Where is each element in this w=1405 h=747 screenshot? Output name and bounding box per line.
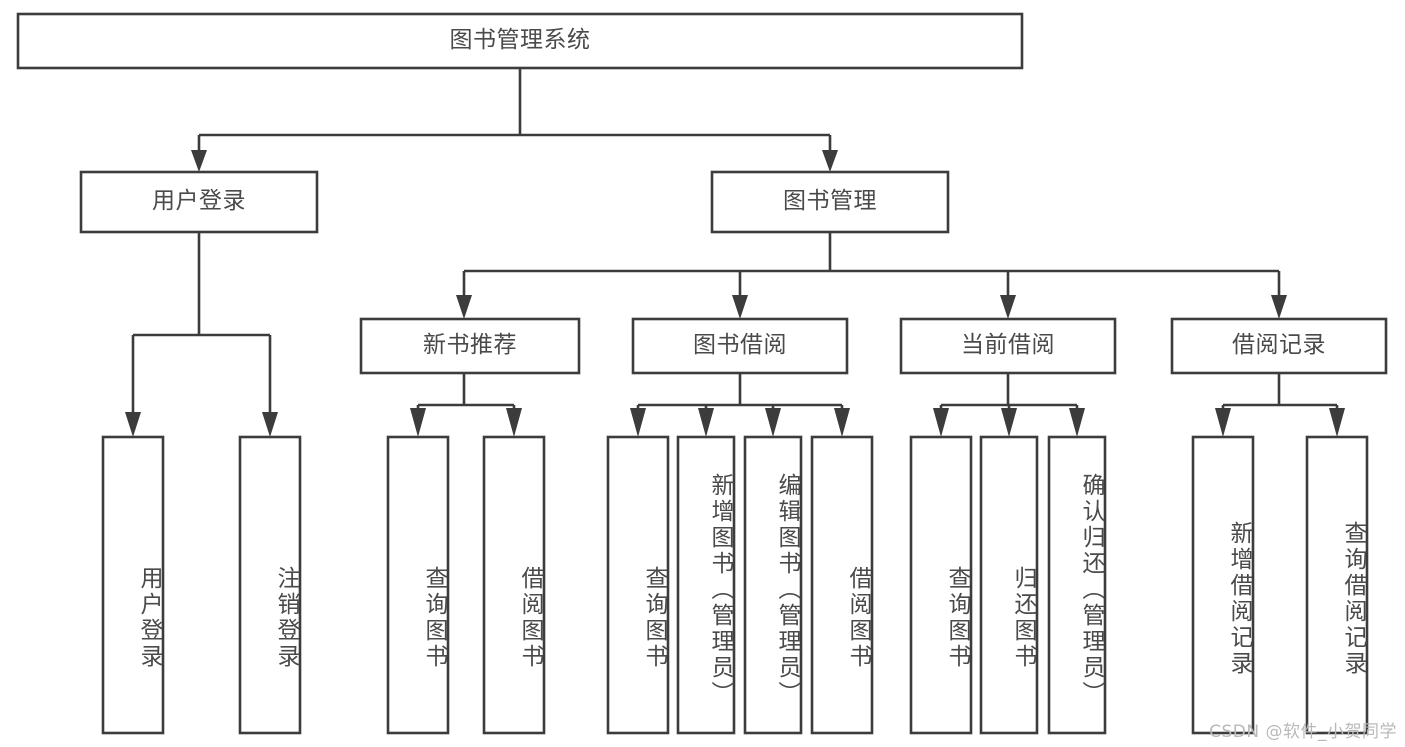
arrow-to-leaf-logout: [262, 412, 278, 437]
node-leaf-confirm-return[interactable]: [1047, 435, 1107, 735]
node-leaf-edit-book[interactable]: [743, 435, 803, 735]
arrow-to-leaf-query-book-1: [410, 408, 426, 437]
arrow-to-leaf-add-book: [698, 408, 714, 437]
node-borrow-record[interactable]: [1170, 317, 1388, 375]
node-leaf-add-book[interactable]: [676, 435, 736, 735]
arrow-to-current-borrow: [1000, 295, 1016, 319]
node-user-login[interactable]: [79, 170, 319, 234]
arrow-to-leaf-confirm-return: [1069, 408, 1085, 437]
arrow-to-leaf-query-book-3: [933, 408, 949, 437]
node-leaf-query-book-2[interactable]: [606, 435, 670, 735]
csdn-watermark: CSDN @软件_小贺同学: [1209, 722, 1397, 742]
arrow-to-leaf-return-book: [1001, 408, 1017, 437]
node-leaf-add-record[interactable]: [1191, 435, 1255, 735]
connector-layer: [125, 68, 1345, 437]
node-book-manage[interactable]: [710, 170, 950, 234]
arrow-to-leaf-edit-book: [765, 408, 781, 437]
arrow-to-book-borrow: [732, 295, 748, 319]
node-leaf-user-login[interactable]: [101, 435, 165, 735]
node-new-book-rec[interactable]: [359, 317, 581, 375]
arrow-to-new-book-rec: [456, 295, 472, 319]
node-leaf-borrow-book-1[interactable]: [482, 435, 546, 735]
arrow-to-leaf-borrow-book-1: [506, 408, 522, 437]
node-leaf-return-book[interactable]: [979, 435, 1039, 735]
node-leaf-logout[interactable]: [238, 435, 302, 735]
node-leaf-borrow-book-2[interactable]: [810, 435, 874, 735]
node-leaf-query-record[interactable]: [1305, 435, 1369, 735]
arrow-to-book-manage: [822, 150, 838, 172]
arrow-to-leaf-user-login: [125, 412, 141, 437]
arrow-to-leaf-borrow-book-2: [834, 408, 850, 437]
node-current-borrow[interactable]: [899, 317, 1117, 375]
node-leaf-query-book-1[interactable]: [386, 435, 450, 735]
node-box-layer: [16, 12, 1388, 735]
arrow-to-leaf-query-book-2: [630, 408, 646, 437]
node-book-borrow[interactable]: [631, 317, 849, 375]
arrow-to-leaf-add-record: [1215, 408, 1231, 437]
arrow-to-leaf-query-record: [1329, 408, 1345, 437]
arrow-to-borrow-record: [1271, 295, 1287, 319]
node-root[interactable]: [16, 12, 1024, 70]
node-leaf-query-book-3[interactable]: [909, 435, 973, 735]
arrow-to-user-login: [191, 150, 207, 172]
